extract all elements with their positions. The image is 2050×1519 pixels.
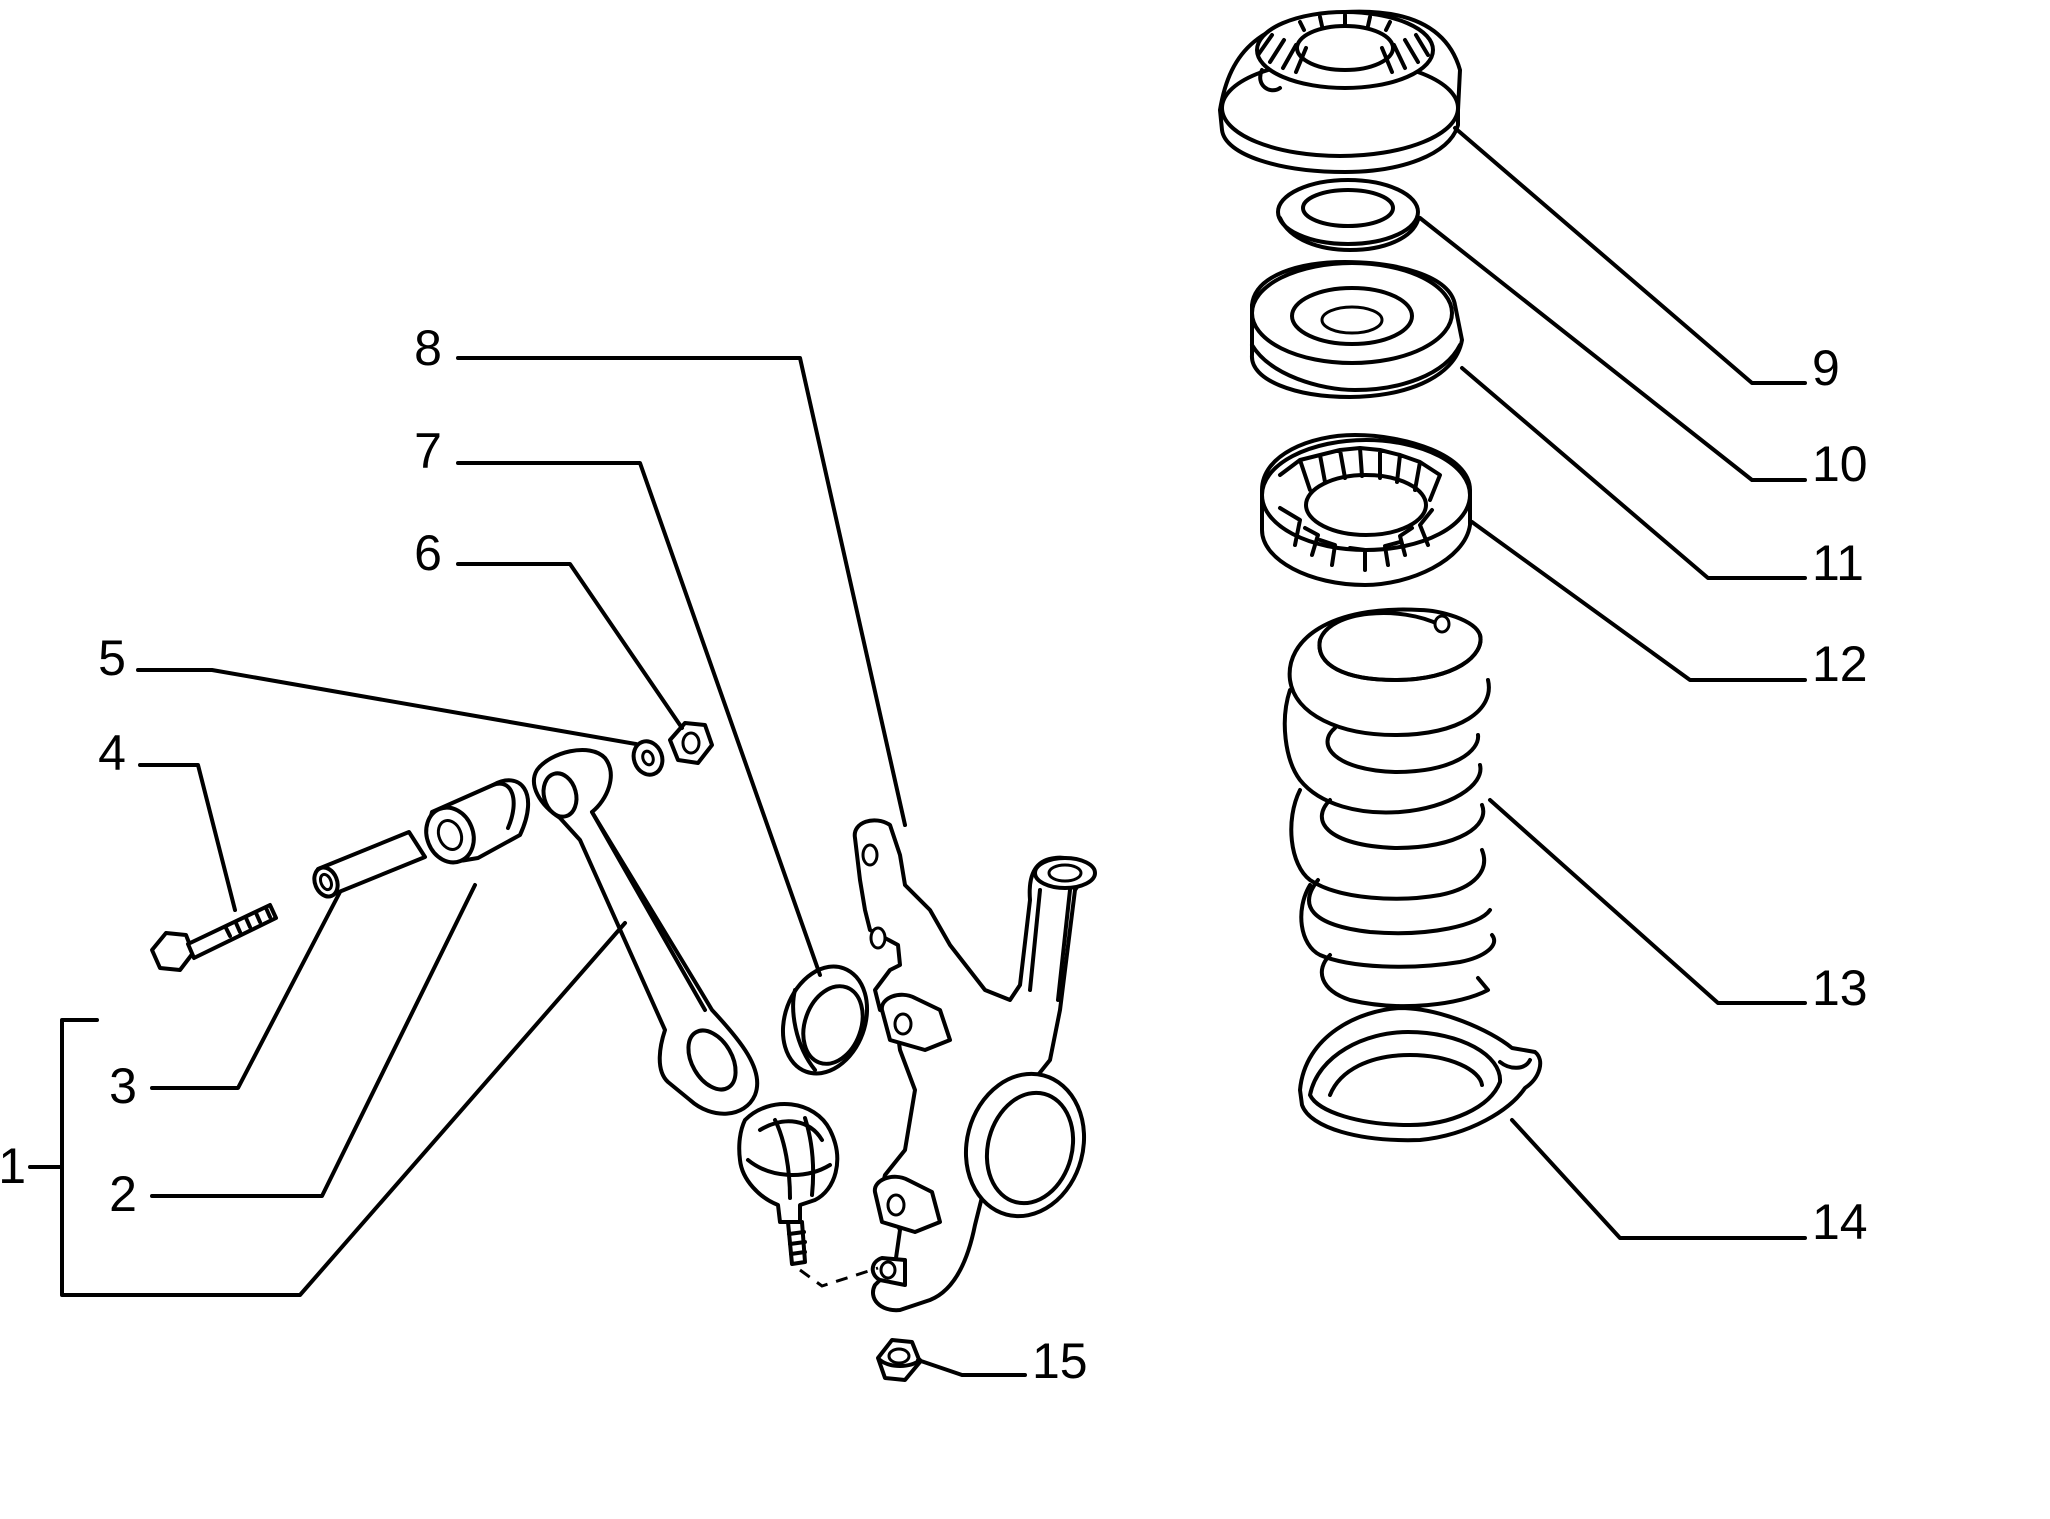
callout-6: 6 [414,525,442,581]
callout-15: 15 [1032,1333,1088,1389]
isolator-part-12 [1260,433,1472,587]
leader-line-12 [1470,520,1807,682]
leader-line-6 [456,562,684,730]
nut-part-15 [876,1338,922,1382]
leader-line-14 [1510,1118,1807,1240]
callout-12: 12 [1812,636,1868,692]
leader-line-13 [1488,798,1807,1005]
callout-10: 10 [1812,436,1868,492]
bushing-part [424,778,531,865]
leader-line-5 [136,668,638,746]
washer-part-5 [631,739,665,777]
bearing-cup-part-11 [1250,260,1464,399]
callout-4: 4 [98,725,126,781]
leader-line-4 [138,763,237,912]
connection-dashed-line [799,1266,879,1288]
leader-line-1 [28,921,627,1297]
callout-11: 11 [1812,535,1864,591]
bolt-part [150,903,278,972]
spring-seat-part-14 [1298,1006,1543,1143]
control-arm-part [531,748,760,1116]
seal-ring-part-7 [780,964,870,1076]
leader-lines [28,126,1807,1377]
leader-line-8 [456,356,907,827]
thin-ring-part-10 [1276,178,1420,252]
top-mount-part-9 [1218,9,1462,174]
leader-line-2 [150,883,477,1198]
callout-8: 8 [414,320,442,376]
sleeve-part [312,830,427,899]
steering-knuckle-part-8 [852,818,1097,1313]
callout-5: 5 [98,630,126,686]
nut-part-6 [668,721,714,765]
leader-line-9 [1453,126,1807,385]
callout-7: 7 [414,423,442,479]
leader-line-3 [150,890,342,1090]
callout-9: 9 [1812,340,1840,396]
callout-1: 1 [0,1138,26,1194]
callout-13: 13 [1812,960,1868,1016]
leader-line-15 [916,1358,1027,1377]
ball-joint-part [737,1102,840,1266]
leader-line-7 [456,461,822,977]
leader-line-10 [1418,216,1807,482]
coil-spring-part-13 [1282,607,1496,1009]
callout-14: 14 [1812,1194,1868,1250]
leader-line-11 [1460,366,1807,580]
callout-3: 3 [109,1058,137,1114]
callout-2: 2 [109,1166,137,1222]
